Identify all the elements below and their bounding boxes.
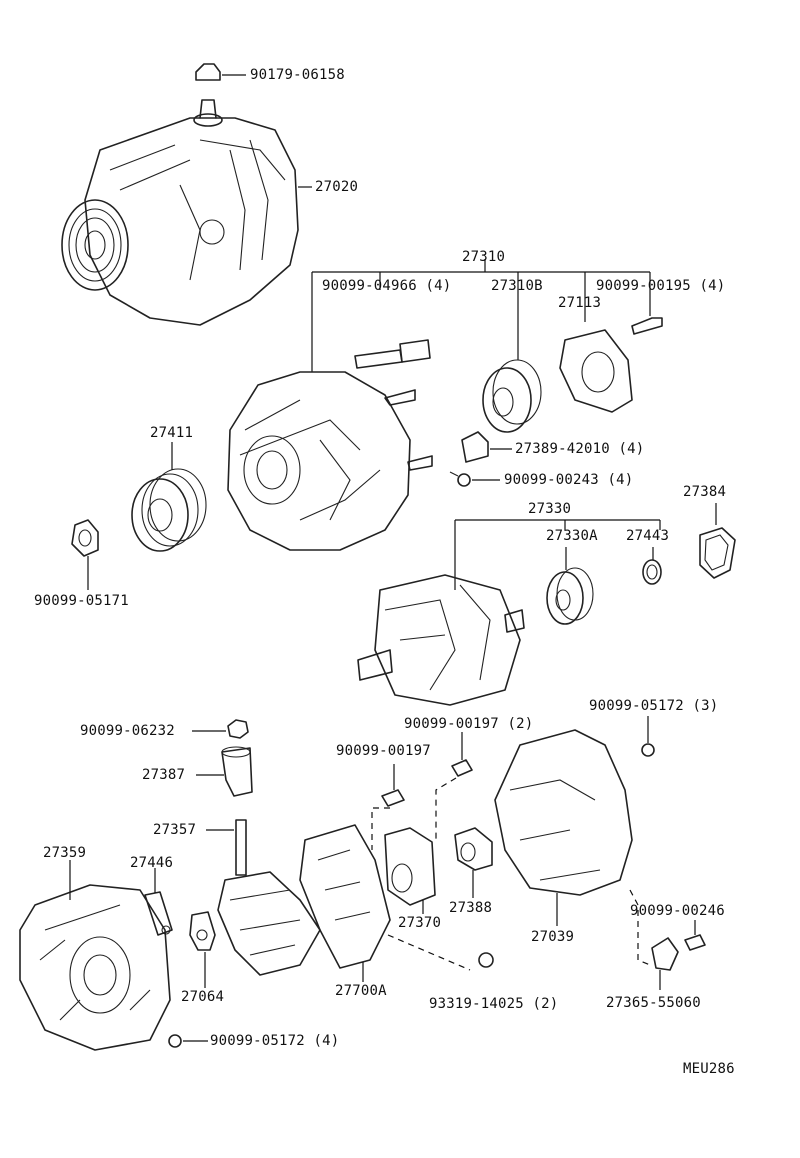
part-label-27330: 27330 — [528, 501, 572, 517]
part-label-90099-00246: 90099-00246 — [630, 903, 725, 919]
insulator-27064 — [189, 911, 216, 951]
part-label-90099-06232: 90099-06232 — [80, 723, 175, 739]
cover-27384 — [699, 527, 736, 579]
part-label-27357: 27357 — [153, 822, 197, 838]
part-label-27384: 27384 — [683, 484, 727, 500]
screw-90099-00243 — [449, 471, 471, 487]
stud-27389 — [461, 431, 489, 463]
part-label-27310b: 27310B — [491, 278, 543, 294]
part-label-27330a: 27330A — [546, 528, 598, 544]
part-label-27387: 27387 — [142, 767, 186, 783]
part-label-90099-00243: 90099-00243 (4) — [504, 472, 634, 488]
bolt-90099-04966 — [354, 339, 431, 369]
part-label-27700a: 27700A — [335, 983, 387, 999]
holder-27388 — [454, 827, 493, 871]
nut-90179 — [195, 63, 221, 81]
screw-90099-00246 — [684, 934, 706, 951]
retainer-27113 — [559, 329, 633, 413]
pulley-27411 — [131, 468, 207, 552]
cover-27443 — [642, 559, 662, 585]
part-label-27370: 27370 — [398, 915, 442, 931]
part-label-90099-05171: 90099-05171 — [34, 593, 129, 609]
part-label-27443: 27443 — [626, 528, 670, 544]
part-label-90099-05172-3: 90099-05172 (3) — [589, 698, 719, 714]
rectifier-27357 — [217, 819, 321, 976]
part-label-90179-06158: 90179-06158 — [250, 67, 345, 83]
part-label-90099-00195: 90099-00195 (4) — [596, 278, 726, 294]
part-label-90099-00197: 90099-00197 — [336, 743, 431, 759]
nut-90099-06232 — [227, 719, 249, 739]
screw-90099-05172-3 — [641, 743, 655, 757]
drive-end-frame — [227, 371, 433, 551]
insulator-27387 — [221, 746, 253, 797]
brush-holder-27370 — [384, 827, 436, 906]
part-label-27446: 27446 — [130, 855, 174, 871]
part-label-27359: 27359 — [43, 845, 87, 861]
screw-90099-00197-2 — [451, 759, 473, 777]
part-label-27411: 27411 — [150, 425, 194, 441]
part-label-27389-42010: 27389-42010 (4) — [515, 441, 645, 457]
screw-90099-00197 — [381, 789, 405, 807]
part-label-27113: 27113 — [558, 295, 602, 311]
end-frame-27359 — [19, 884, 171, 1051]
rotor-27330 — [357, 574, 525, 706]
part-label-27365-55060: 27365-55060 — [606, 995, 701, 1011]
regulator-27700a — [299, 824, 391, 969]
nut-90099-05171 — [71, 519, 99, 557]
plate-27365 — [651, 937, 679, 971]
part-label-27039: 27039 — [531, 929, 575, 945]
part-label-90099-05172-4: 90099-05172 (4) — [210, 1033, 340, 1049]
part-label-27020: 27020 — [315, 179, 359, 195]
diagram-code: MEU286 — [683, 1061, 735, 1077]
alternator-assembly — [61, 99, 299, 326]
bearing-27310b — [482, 359, 542, 433]
part-label-27064: 27064 — [181, 989, 225, 1005]
screw-90099-00195 — [631, 317, 663, 335]
part-label-90099-00197-2: 90099-00197 (2) — [404, 716, 534, 732]
part-label-93319-14025: 93319-14025 (2) — [429, 996, 559, 1012]
part-label-27388: 27388 — [449, 900, 493, 916]
terminal-27446 — [144, 891, 173, 936]
rear-cover-27039 — [494, 729, 633, 896]
part-label-90099-04966: 90099-04966 (4) — [322, 278, 452, 294]
bearing-27330a — [546, 567, 594, 625]
part-label-27310: 27310 — [462, 249, 506, 265]
screw-90099-05172-4 — [168, 1034, 182, 1048]
